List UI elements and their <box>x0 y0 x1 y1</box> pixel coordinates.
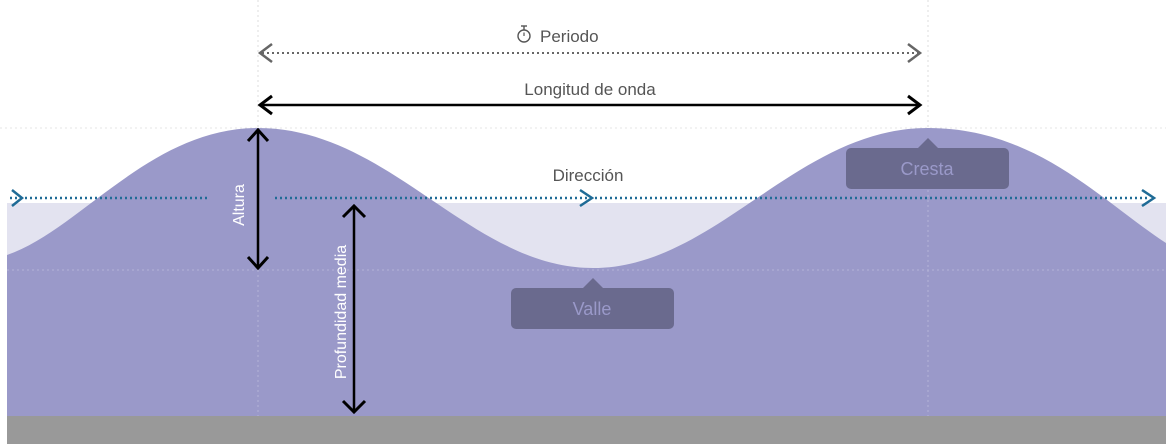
crest-tag: Cresta <box>846 138 1009 189</box>
height-arrow <box>246 127 270 271</box>
crest-label: Cresta <box>900 159 954 179</box>
height-label: Altura <box>231 184 248 226</box>
direction-arrow <box>10 188 1157 208</box>
mean-depth-label: Profundidad media <box>333 245 350 379</box>
trough-label: Valle <box>573 299 612 319</box>
wavelength-arrow <box>257 94 923 116</box>
trough-tag: Valle <box>511 278 674 329</box>
wave-shape <box>7 128 1166 416</box>
wavelength-label: Longitud de onda <box>524 80 656 99</box>
mean-depth-arrow <box>341 203 367 415</box>
period-label: Periodo <box>540 27 599 46</box>
stopwatch-icon <box>517 25 531 43</box>
period-arrow <box>257 43 923 63</box>
seabed <box>7 416 1166 444</box>
direction-label: Dirección <box>553 166 624 185</box>
